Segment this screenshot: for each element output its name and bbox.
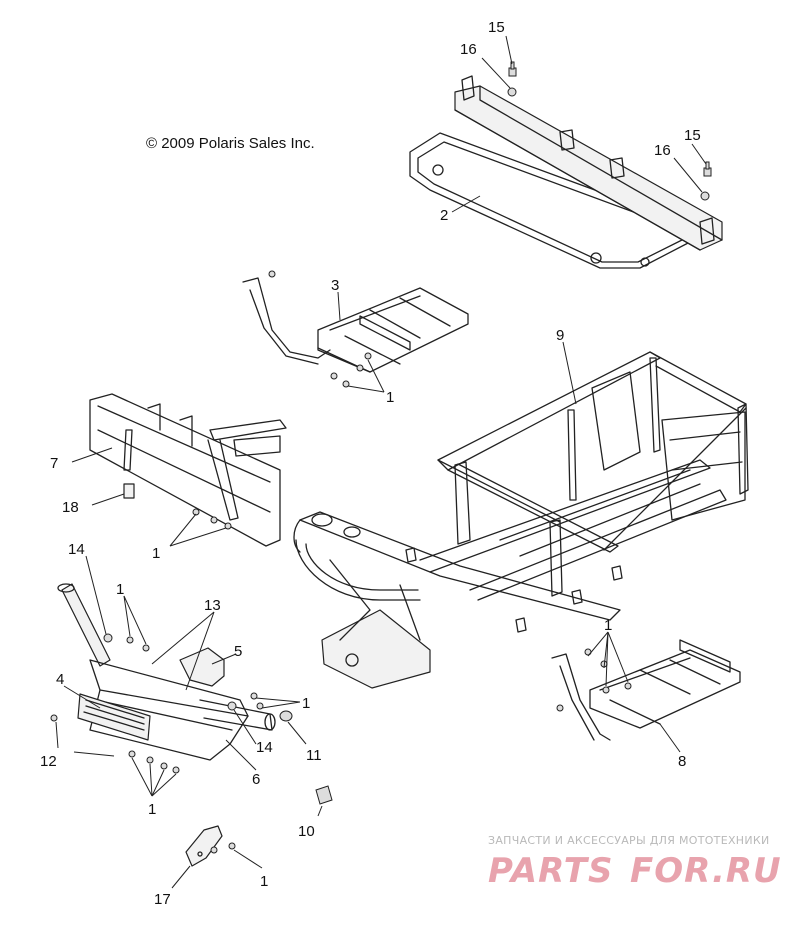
callout-c1d: 1 (302, 695, 310, 712)
part-9-main-chassis (293, 351, 749, 689)
part-10-spacer (315, 785, 333, 805)
part-5-bracket (179, 647, 225, 687)
callout-c18: 18 (62, 499, 79, 516)
callout-c5: 5 (234, 643, 242, 660)
washer-16-top (507, 87, 517, 97)
callout-c10: 10 (298, 823, 315, 840)
watermark: ЗАПЧАСТИ И АКСЕССУАРЫ ДЛЯ МОТОТЕХНИКИ PA… (488, 834, 782, 891)
callout-c7: 7 (50, 455, 58, 472)
callout-c2: 2 (440, 207, 448, 224)
watermark-tagline: ЗАПЧАСТИ И АКСЕССУАРЫ ДЛЯ МОТОТЕХНИКИ (488, 834, 770, 847)
callout-c15a: 15 (488, 19, 505, 36)
leader-lines (55, 35, 707, 889)
part-12-screw (50, 714, 58, 722)
callout-c1g: 1 (260, 873, 268, 890)
callout-c14a: 14 (68, 541, 85, 558)
watermark-brand-right: FOR.RU (630, 851, 782, 891)
part-18-label (123, 483, 135, 499)
part-14-nut-a (103, 633, 113, 643)
bolt-15-right (703, 161, 712, 177)
callout-c13: 13 (204, 597, 221, 614)
fasteners-1 (126, 270, 632, 854)
callout-c9: 9 (556, 327, 564, 344)
copyright-text: © 2009 Polaris Sales Inc. (146, 135, 315, 152)
callout-c1f: 1 (604, 617, 612, 634)
part-14-nut-b (227, 701, 237, 711)
part-17-plate (185, 825, 223, 867)
callout-c16b: 16 (654, 142, 671, 159)
callout-c1a: 1 (386, 389, 394, 406)
part-6-front-bumper (57, 583, 276, 761)
watermark-brand-left: PARTS (488, 851, 613, 891)
part-8-rear-support (551, 639, 741, 741)
part-2-bed-frame (409, 75, 723, 269)
callout-c14b: 14 (256, 739, 273, 756)
callout-c6: 6 (252, 771, 260, 788)
callout-c1e: 1 (148, 801, 156, 818)
callout-c3: 3 (331, 277, 339, 294)
washer-16-right (700, 191, 710, 201)
callout-c1b: 1 (152, 545, 160, 562)
callout-c17: 17 (154, 891, 171, 908)
part-3-seat-frame (242, 277, 469, 373)
part-11-cap (279, 710, 293, 722)
callout-c11: 11 (306, 747, 322, 764)
callout-c15b: 15 (684, 127, 701, 144)
callout-c16a: 16 (460, 41, 477, 58)
bolt-15-top (508, 61, 517, 77)
callout-c12: 12 (40, 753, 57, 770)
callout-c8: 8 (678, 753, 686, 770)
part-7-rear-frame (89, 393, 287, 547)
callout-c4: 4 (56, 671, 64, 688)
callout-labels: 15 16 15 16 2 3 1 9 7 18 1 14 1 13 5 4 1… (40, 19, 701, 908)
callout-c1c: 1 (116, 581, 124, 598)
